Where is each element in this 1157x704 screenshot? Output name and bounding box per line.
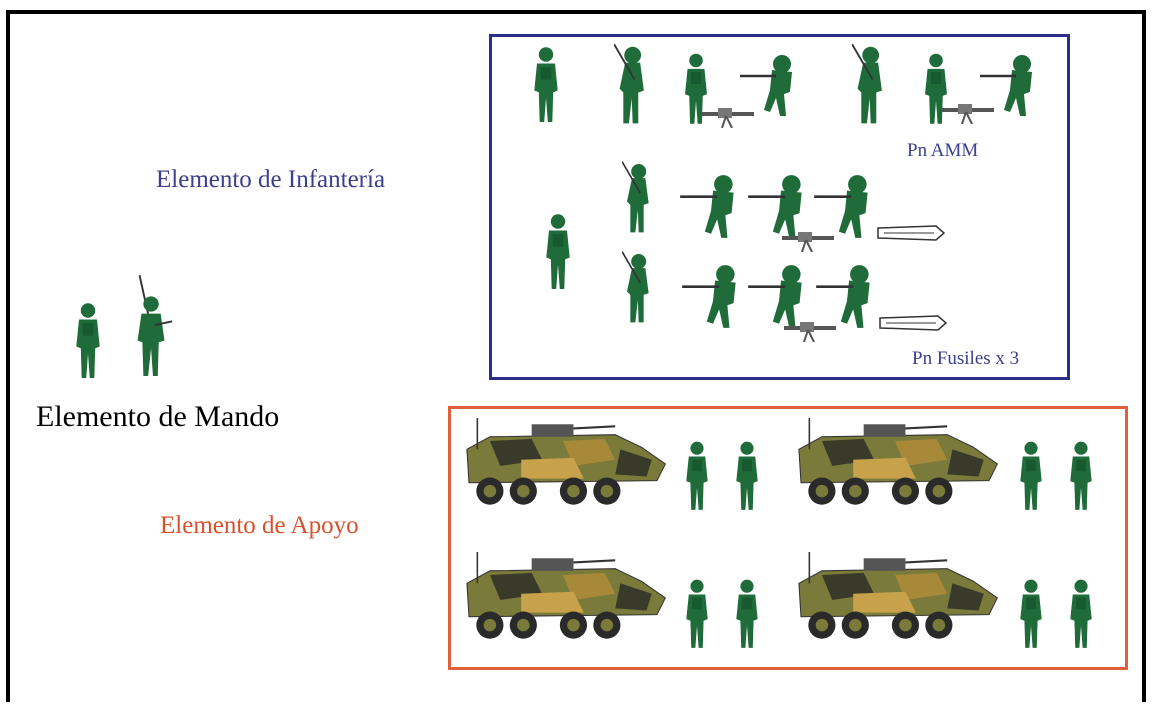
soldier-icon bbox=[678, 440, 716, 514]
infanteria-label: Elemento de Infantería bbox=[156, 166, 386, 193]
soldier-icon bbox=[682, 262, 744, 334]
soldier-icon bbox=[614, 44, 670, 128]
soldier-icon bbox=[852, 44, 908, 128]
armored-vehicle-icon bbox=[790, 418, 1000, 512]
soldier-icon bbox=[1062, 440, 1100, 514]
pn-fusiles-label: Pn Fusiles x 3 bbox=[912, 348, 1020, 369]
soldier-icon bbox=[814, 172, 876, 244]
soldier-icon bbox=[622, 154, 672, 244]
apoyo-label: Elemento de Apoyo bbox=[160, 512, 359, 539]
soldier-icon bbox=[528, 44, 564, 128]
soldier-icon bbox=[1012, 578, 1050, 652]
anti-tank-launcher-icon bbox=[878, 312, 948, 334]
anti-tank-launcher-icon bbox=[876, 222, 946, 244]
soldier-icon bbox=[622, 244, 672, 334]
soldier-icon bbox=[540, 212, 576, 294]
soldier-icon bbox=[678, 578, 716, 652]
soldier-icon bbox=[728, 440, 766, 514]
mando-label: Elemento de Mando bbox=[36, 400, 280, 433]
soldier-icon bbox=[728, 578, 766, 652]
soldier-icon bbox=[128, 272, 176, 384]
pn-amm-label: Pn AMM bbox=[907, 140, 979, 161]
armored-vehicle-icon bbox=[458, 552, 668, 646]
soldier-icon bbox=[1062, 578, 1100, 652]
soldier-icon bbox=[1012, 440, 1050, 514]
soldier-icon bbox=[980, 52, 1040, 122]
infanteria-box bbox=[489, 34, 1070, 380]
apoyo-box bbox=[448, 406, 1128, 670]
soldier-icon bbox=[680, 172, 742, 244]
armored-vehicle-icon bbox=[458, 418, 668, 512]
soldier-icon bbox=[816, 262, 878, 334]
image-frame bbox=[6, 10, 1146, 702]
armored-vehicle-icon bbox=[790, 552, 1000, 646]
soldier-icon bbox=[70, 300, 106, 384]
soldier-icon bbox=[740, 52, 800, 122]
